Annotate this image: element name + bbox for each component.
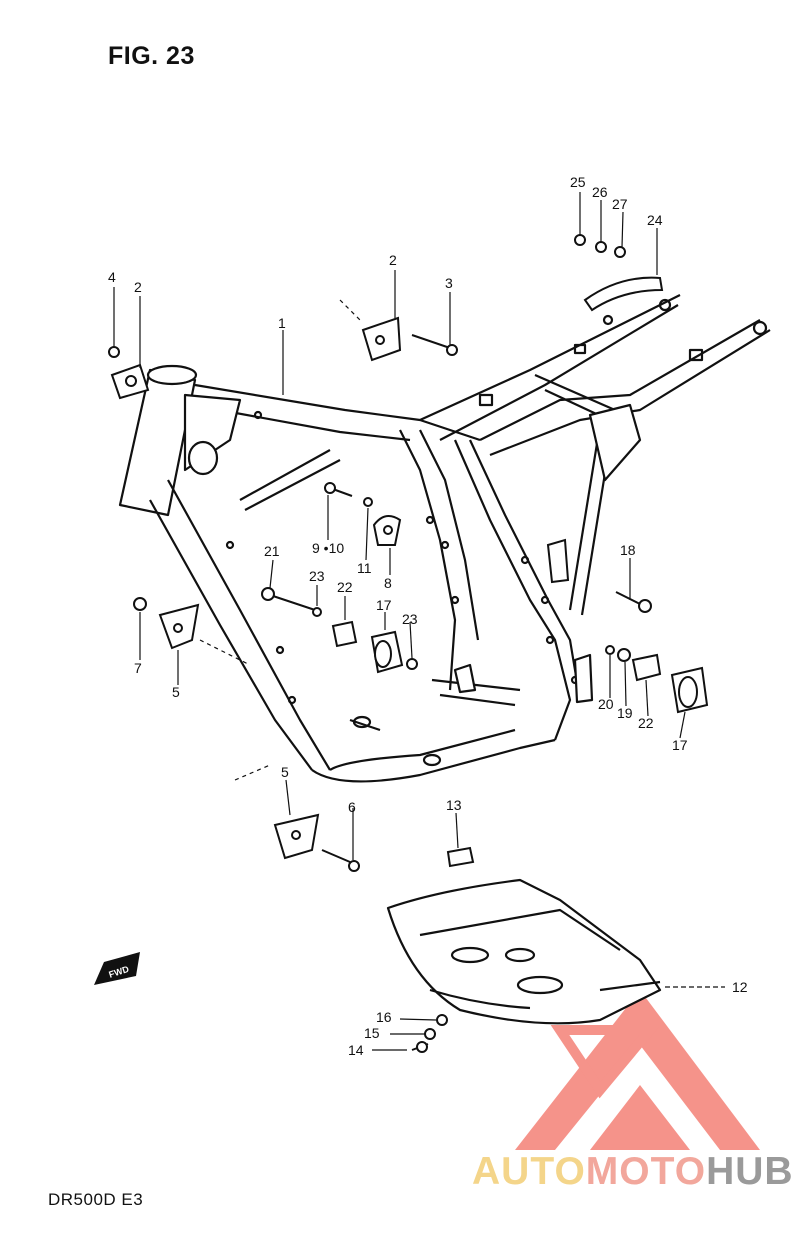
callout-25: 25 — [570, 174, 586, 190]
small-parts — [108, 234, 709, 1053]
figure-title: FIG. 23 — [108, 42, 195, 70]
callout-7: 7 — [134, 660, 142, 676]
watermark-logo — [515, 990, 760, 1150]
callout-8: 8 — [384, 575, 392, 591]
callout-9-10: 9 •10 — [312, 540, 344, 556]
callout-6: 6 — [348, 799, 356, 815]
callout-5: 5 — [281, 764, 289, 780]
watermark-moto: MOTO — [585, 1150, 707, 1193]
callout-15: 15 — [364, 1025, 380, 1041]
watermark-auto: AUTO — [472, 1150, 586, 1193]
callout-12: 12 — [732, 979, 748, 995]
callout-22: 22 — [337, 579, 353, 595]
callout-17: 17 — [376, 597, 392, 613]
callout-27: 27 — [612, 196, 628, 212]
callout-11: 11 — [357, 560, 372, 576]
callout-19: 19 — [617, 705, 633, 721]
callout-20: 20 — [598, 696, 614, 712]
callout-18: 18 — [620, 542, 636, 558]
model-code: DR500D E3 — [48, 1190, 144, 1209]
callout-21: 21 — [264, 543, 280, 559]
watermark-text: AUTOMOTOHUB — [472, 1150, 794, 1194]
callout-23: 23 — [309, 568, 325, 584]
callout-17: 17 — [672, 737, 688, 753]
callout-14: 14 — [348, 1042, 364, 1058]
callout-2: 2 — [389, 252, 397, 268]
callout-16: 16 — [376, 1009, 392, 1025]
callout-1: 1 — [278, 315, 286, 331]
callout-5: 5 — [172, 684, 180, 700]
callout-3: 3 — [445, 275, 453, 291]
callout-26: 26 — [592, 184, 608, 200]
callout-4: 4 — [108, 269, 116, 285]
frame-assembly — [118, 294, 771, 783]
watermark-hub: HUB — [706, 1150, 794, 1193]
skid-plate — [386, 878, 662, 1025]
callout-13: 13 — [446, 797, 462, 813]
callout-2: 2 — [134, 279, 142, 295]
leader-lines — [113, 192, 725, 1051]
callout-numbers: 1 2 3 4 2 25 26 27 24 9 •10 11 8 21 23 2… — [108, 174, 748, 1058]
callout-22: 22 — [638, 715, 654, 731]
callout-24: 24 — [647, 212, 663, 228]
forward-direction-arrow: FWD — [94, 952, 140, 985]
callout-23: 23 — [402, 611, 418, 627]
